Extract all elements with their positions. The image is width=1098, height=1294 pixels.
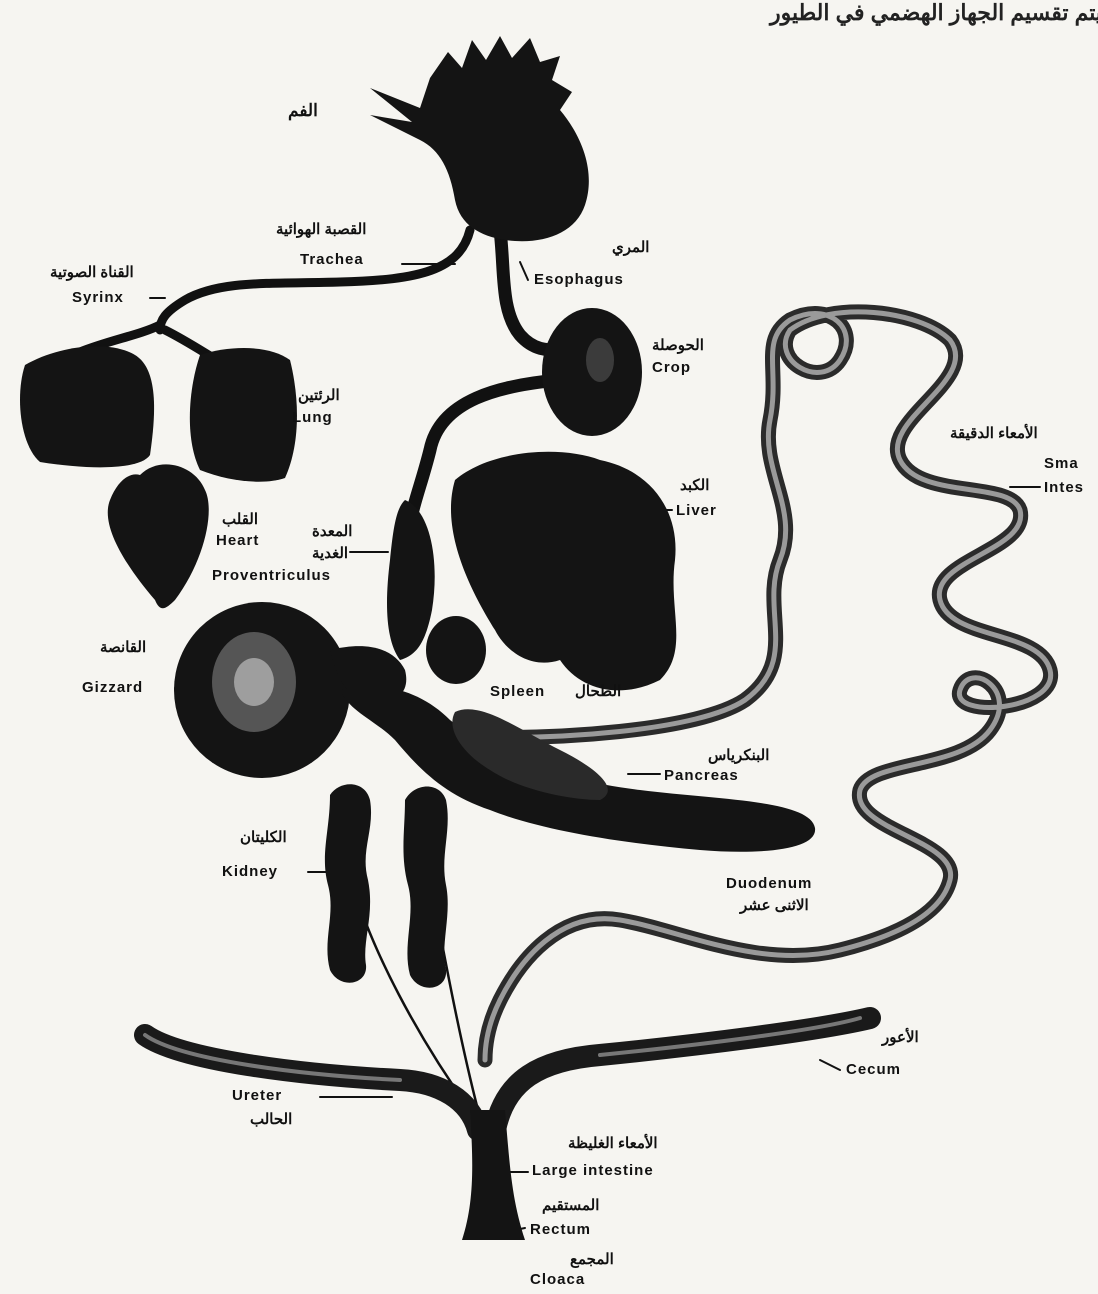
lung-label-en: Lung (292, 410, 333, 425)
ureter-label-ar: الحالب (250, 1112, 292, 1127)
head-shape (370, 36, 589, 241)
trachea-label-en: Trachea (300, 252, 364, 267)
large-intestine-label-ar: الأمعاء الغليظة (568, 1136, 658, 1151)
kidney-right-shape (403, 787, 447, 988)
esophagus-label-en: Esophagus (534, 272, 624, 287)
small-intestine-label-en-1: Sma (1044, 456, 1079, 471)
ureter-label-en: Ureter (232, 1088, 282, 1103)
gizzard-label-en: Gizzard (82, 680, 143, 695)
cloaca-label-en: Cloaca (530, 1272, 585, 1287)
proventriculus-label-ar-1: المعدة (312, 524, 352, 539)
cecum-label-ar: الأعور (882, 1030, 919, 1045)
esophagus-label-ar: المري (612, 240, 649, 255)
duodenum-label-en: Duodenum (726, 876, 812, 891)
proventriculus-label-en: Proventriculus (212, 568, 331, 583)
kidney-label-ar: الكليتان (240, 830, 287, 845)
syrinx-label-ar: القناة الصوتية (50, 265, 134, 280)
spleen-label-en: Spleen (490, 684, 545, 699)
duodenum-label-ar: الاثنى عشر (740, 898, 809, 913)
lung-right-shape (190, 348, 297, 482)
gizzard-label-ar: القانصة (100, 640, 146, 655)
proventriculus-shape (387, 500, 435, 660)
spleen-label-ar: الطحال (575, 684, 621, 699)
cecum-label-en: Cecum (846, 1062, 901, 1077)
lung-left-shape (20, 346, 154, 467)
ceca-shape (145, 1035, 478, 1130)
lung-label-ar: الرئتين (298, 388, 340, 403)
spleen-shape (426, 616, 486, 684)
liver-label-ar: الكبد (680, 478, 709, 493)
rectum-shape (462, 1110, 525, 1240)
crop-label-ar: الحوصلة (652, 338, 704, 353)
mouth-label-ar: الفم (288, 102, 318, 119)
small-intestine-label-en-2: Intes (1044, 480, 1084, 495)
pancreas-label-ar: البنكرياس (708, 748, 769, 763)
syrinx-label-en: Syrinx (72, 290, 124, 305)
heart-label-en: Heart (216, 533, 259, 548)
trachea-label-ar: القصبة الهوائية (276, 222, 366, 237)
small-intestine-label-ar: الأمعاء الدقيقة (950, 426, 1038, 441)
kidney-label-en: Kidney (222, 864, 278, 879)
rectum-label-ar: المستقيم (542, 1198, 599, 1213)
proventriculus-label-ar-2: الغدية (312, 546, 348, 561)
liver-label-en: Liver (676, 503, 717, 518)
large-intestine-label-en: Large intestine (532, 1163, 654, 1178)
rectum-label-en: Rectum (530, 1222, 591, 1237)
kidney-left-shape (325, 784, 371, 982)
trachea-shape (160, 230, 470, 330)
heart-label-ar: القلب (222, 512, 258, 527)
heart-shape (108, 464, 209, 608)
cloaca-label-ar: المجمع (570, 1252, 614, 1267)
header-text: يتم تقسيم الجهاز الهضمي في الطيور (770, 2, 1098, 24)
crop-label-en: Crop (652, 360, 691, 375)
pancreas-label-en: Pancreas (664, 768, 739, 783)
